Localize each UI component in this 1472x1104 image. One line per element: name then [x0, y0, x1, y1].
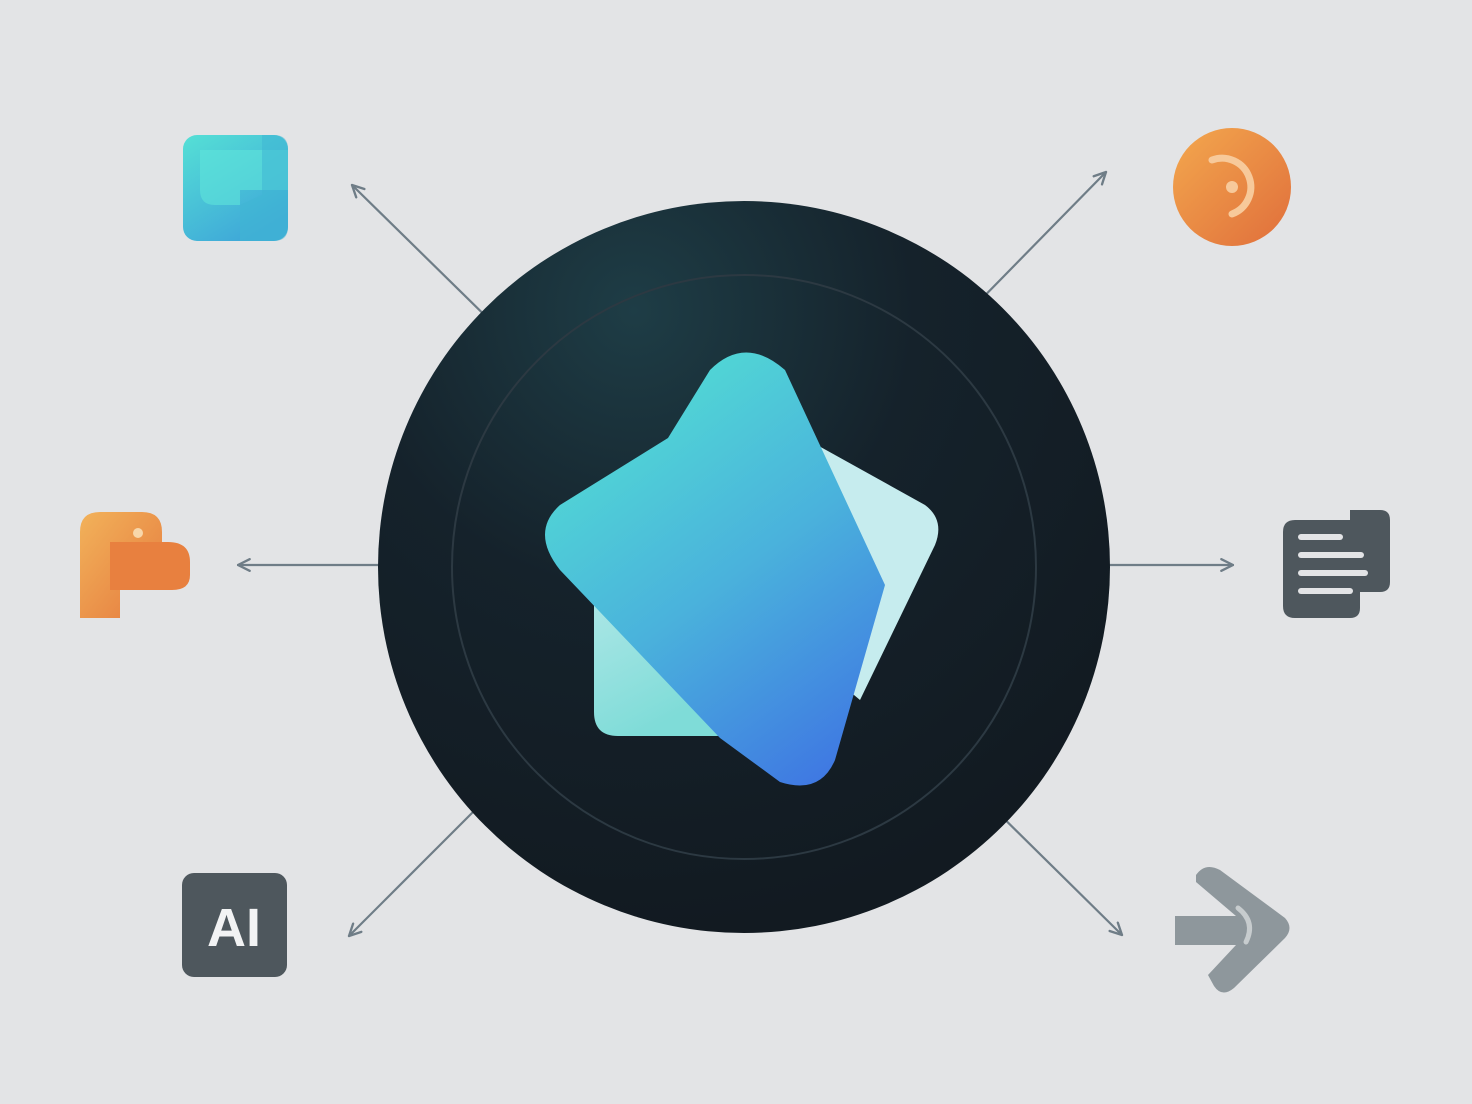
arrow-merge-icon — [1175, 866, 1290, 993]
document-icon — [1283, 510, 1390, 618]
ai-badge-icon: AI — [182, 873, 287, 977]
orange-circle-app-icon — [1173, 128, 1291, 246]
star-front-shape — [545, 352, 885, 786]
hub-inner-ring — [451, 274, 1037, 860]
orange-p-logo-icon — [80, 512, 190, 618]
ai-badge-label: AI — [207, 898, 261, 958]
teal-square-app-icon — [183, 135, 288, 241]
star-app-logo-icon — [545, 352, 939, 786]
arrow-bottom-left — [347, 786, 499, 938]
